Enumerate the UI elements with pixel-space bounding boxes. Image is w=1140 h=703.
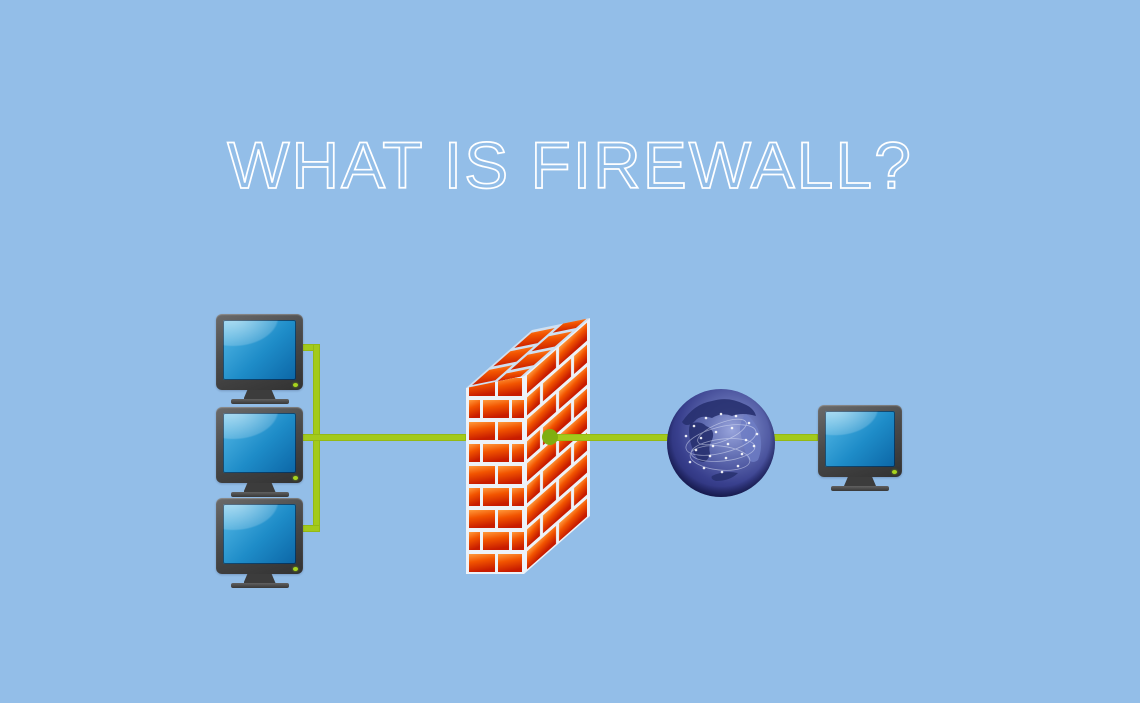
firewall-brick-wall-icon [464,314,594,580]
wire-stub-computer3 [302,525,320,532]
globe-graphic [667,389,775,497]
monitor-screen [223,413,296,473]
page-title: WHAT IS FIREWALL? [226,128,913,202]
monitor-screen [825,411,895,467]
monitor-stand-neck [243,574,276,583]
lan-computer-2-icon [216,407,303,497]
wire-stub-computer1 [302,344,320,351]
monitor-stand-neck [243,390,276,399]
monitor-bezel [216,407,303,483]
monitor-stand-neck [844,477,876,486]
power-led-icon [293,383,298,387]
internet-globe-icon [666,388,776,498]
power-led-icon [293,476,298,480]
lan-to-firewall-wire [302,434,466,441]
external-computer-icon [818,405,902,491]
firewall-port-dot [542,429,558,445]
brick-wall-graphic [466,317,590,575]
monitor-stand-base [230,492,289,497]
monitor-bezel [216,314,303,390]
lan-computer-1-icon [216,314,303,404]
lan-computer-3-icon [216,498,303,588]
monitor-bezel [216,498,303,574]
power-led-icon [892,470,897,474]
monitor-stand-base [230,583,289,588]
monitor-screen [223,320,296,380]
monitor-stand-base [230,399,289,404]
monitor-stand-base [831,486,889,491]
power-led-icon [293,567,298,571]
monitor-screen [223,504,296,564]
monitor-bezel [818,405,902,477]
monitor-stand-neck [243,483,276,492]
